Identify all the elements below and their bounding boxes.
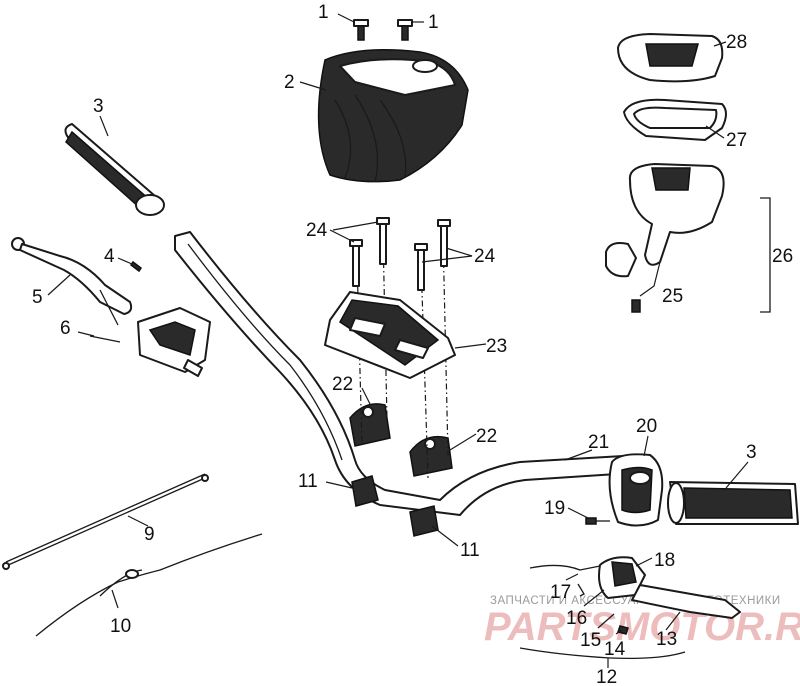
- screw-part-1: [353, 19, 413, 41]
- callout-15: 15: [580, 630, 601, 651]
- reservoir-gasket-part-27: [623, 98, 727, 141]
- callout-3a: 3: [93, 96, 104, 117]
- screw-part-19: [585, 517, 610, 525]
- callout-18: 18: [654, 550, 675, 571]
- callout-9: 9: [144, 524, 155, 545]
- grip-left-part-3: [64, 123, 165, 216]
- reservoir-cap-part-28: [617, 33, 724, 83]
- pin-part-4: [129, 260, 143, 273]
- callout-25: 25: [662, 286, 683, 307]
- throttle-housing-part-20: [608, 453, 664, 527]
- callout-17: 17: [550, 582, 571, 603]
- callout-20: 20: [636, 416, 657, 437]
- callout-1b: 1: [428, 12, 439, 33]
- callout-19: 19: [544, 498, 565, 519]
- callout-21: 21: [588, 432, 609, 453]
- callouts: 1 1 2 3 4 5 6 9 10 11 11 12 13 14 15 16 …: [32, 2, 793, 686]
- callout-24b: 24: [474, 246, 496, 267]
- callout-16: 16: [566, 608, 587, 629]
- clamp-upper-part-22: [349, 403, 453, 477]
- callout-22b: 22: [476, 426, 497, 447]
- callout-13: 13: [656, 629, 677, 650]
- callout-10: 10: [110, 616, 131, 637]
- callout-1a: 1: [318, 2, 329, 23]
- callout-11b: 11: [460, 540, 480, 561]
- callout-2: 2: [284, 72, 295, 93]
- headlight-cover-part-2: [317, 49, 469, 183]
- callout-23: 23: [486, 336, 507, 357]
- callout-26: 26: [772, 246, 793, 267]
- cable-part-9: [2, 473, 209, 570]
- switch-housing-part-6: [89, 307, 211, 377]
- grip-right-part-3: [667, 481, 799, 525]
- callout-28: 28: [726, 32, 747, 53]
- lever-part-5: [11, 237, 133, 326]
- callout-27: 27: [726, 130, 747, 151]
- callout-5: 5: [32, 287, 43, 308]
- clamp-lower-part-11: [351, 475, 439, 537]
- master-cylinder-clamp-part-25: [605, 242, 641, 313]
- brake-lever-assembly: [529, 556, 741, 635]
- watermark-logo: PARTSMOTOR.RU: [484, 605, 800, 649]
- callout-24a: 24: [306, 220, 328, 241]
- callout-14: 14: [604, 639, 626, 660]
- bracket-part-23: [324, 291, 456, 379]
- callout-3b: 3: [746, 442, 757, 463]
- callout-6: 6: [60, 318, 71, 339]
- master-cylinder-part-26: [628, 163, 771, 313]
- callout-4: 4: [104, 246, 115, 267]
- callout-22a: 22: [332, 374, 353, 395]
- leader-lines: [47, 13, 749, 668]
- callout-12: 12: [596, 667, 617, 686]
- cable-part-10: [35, 533, 263, 637]
- bracket-line-part-12: [519, 647, 686, 660]
- callout-11a: 11: [298, 471, 318, 492]
- bolt-part-24: [349, 217, 451, 291]
- watermark: ЗАПЧАСТИ И АКСЕССУАРЫ ДЛЯ МОТОТЕХНИКИ PA…: [484, 595, 800, 649]
